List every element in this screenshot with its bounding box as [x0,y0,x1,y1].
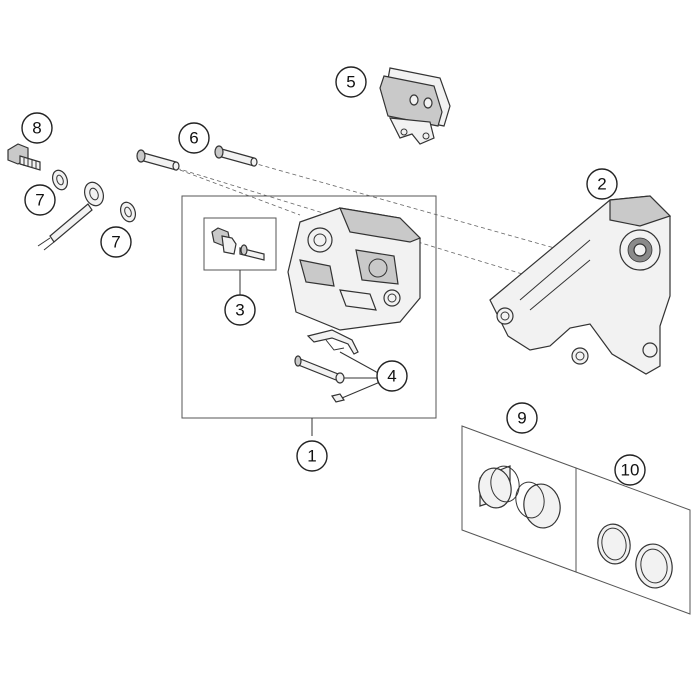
svg-text:1: 1 [307,447,316,466]
callout-4: 4 [376,360,408,392]
svg-text:3: 3 [235,301,244,320]
svg-text:10: 10 [621,461,640,480]
callout-10: 10 [614,454,646,486]
callout-9: 9 [506,402,538,434]
retaining-clip-part [331,393,345,403]
svg-text:4: 4 [387,367,396,386]
leader-lines [239,270,381,436]
callout-7-upper: 7 [24,184,56,216]
sealing-washer-upper [51,169,69,191]
callout-2: 2 [586,168,618,200]
callout-3: 3 [224,294,256,326]
svg-text:2: 2 [597,175,606,194]
callout-5: 5 [335,66,367,98]
pistons-group [461,425,577,573]
pin-right [214,145,258,167]
bleeder-kit-frame [203,217,277,271]
callout-1: 1 [296,440,328,472]
svg-text:7: 7 [111,233,120,252]
seals-group [575,467,691,615]
callout-8: 8 [21,112,53,144]
pin-left [136,149,180,171]
bleeder-kit-part [211,227,265,261]
pad-spring-part [306,329,359,355]
svg-text:5: 5 [346,73,355,92]
callout-7-lower: 7 [100,226,132,258]
brake-caliper-body [287,207,422,331]
bleed-screw-part [7,143,41,171]
caliper-assembly-frame [181,195,437,419]
brake-pads-part [379,67,451,145]
brake-line-banjo [37,181,105,251]
sealing-washer-lower [119,201,137,223]
pad-pin-part [294,355,345,384]
caliper-bracket-part [489,195,672,375]
svg-text:8: 8 [32,119,41,138]
svg-text:6: 6 [189,129,198,148]
svg-text:9: 9 [517,409,526,428]
callout-6: 6 [178,122,210,154]
svg-text:7: 7 [35,191,44,210]
